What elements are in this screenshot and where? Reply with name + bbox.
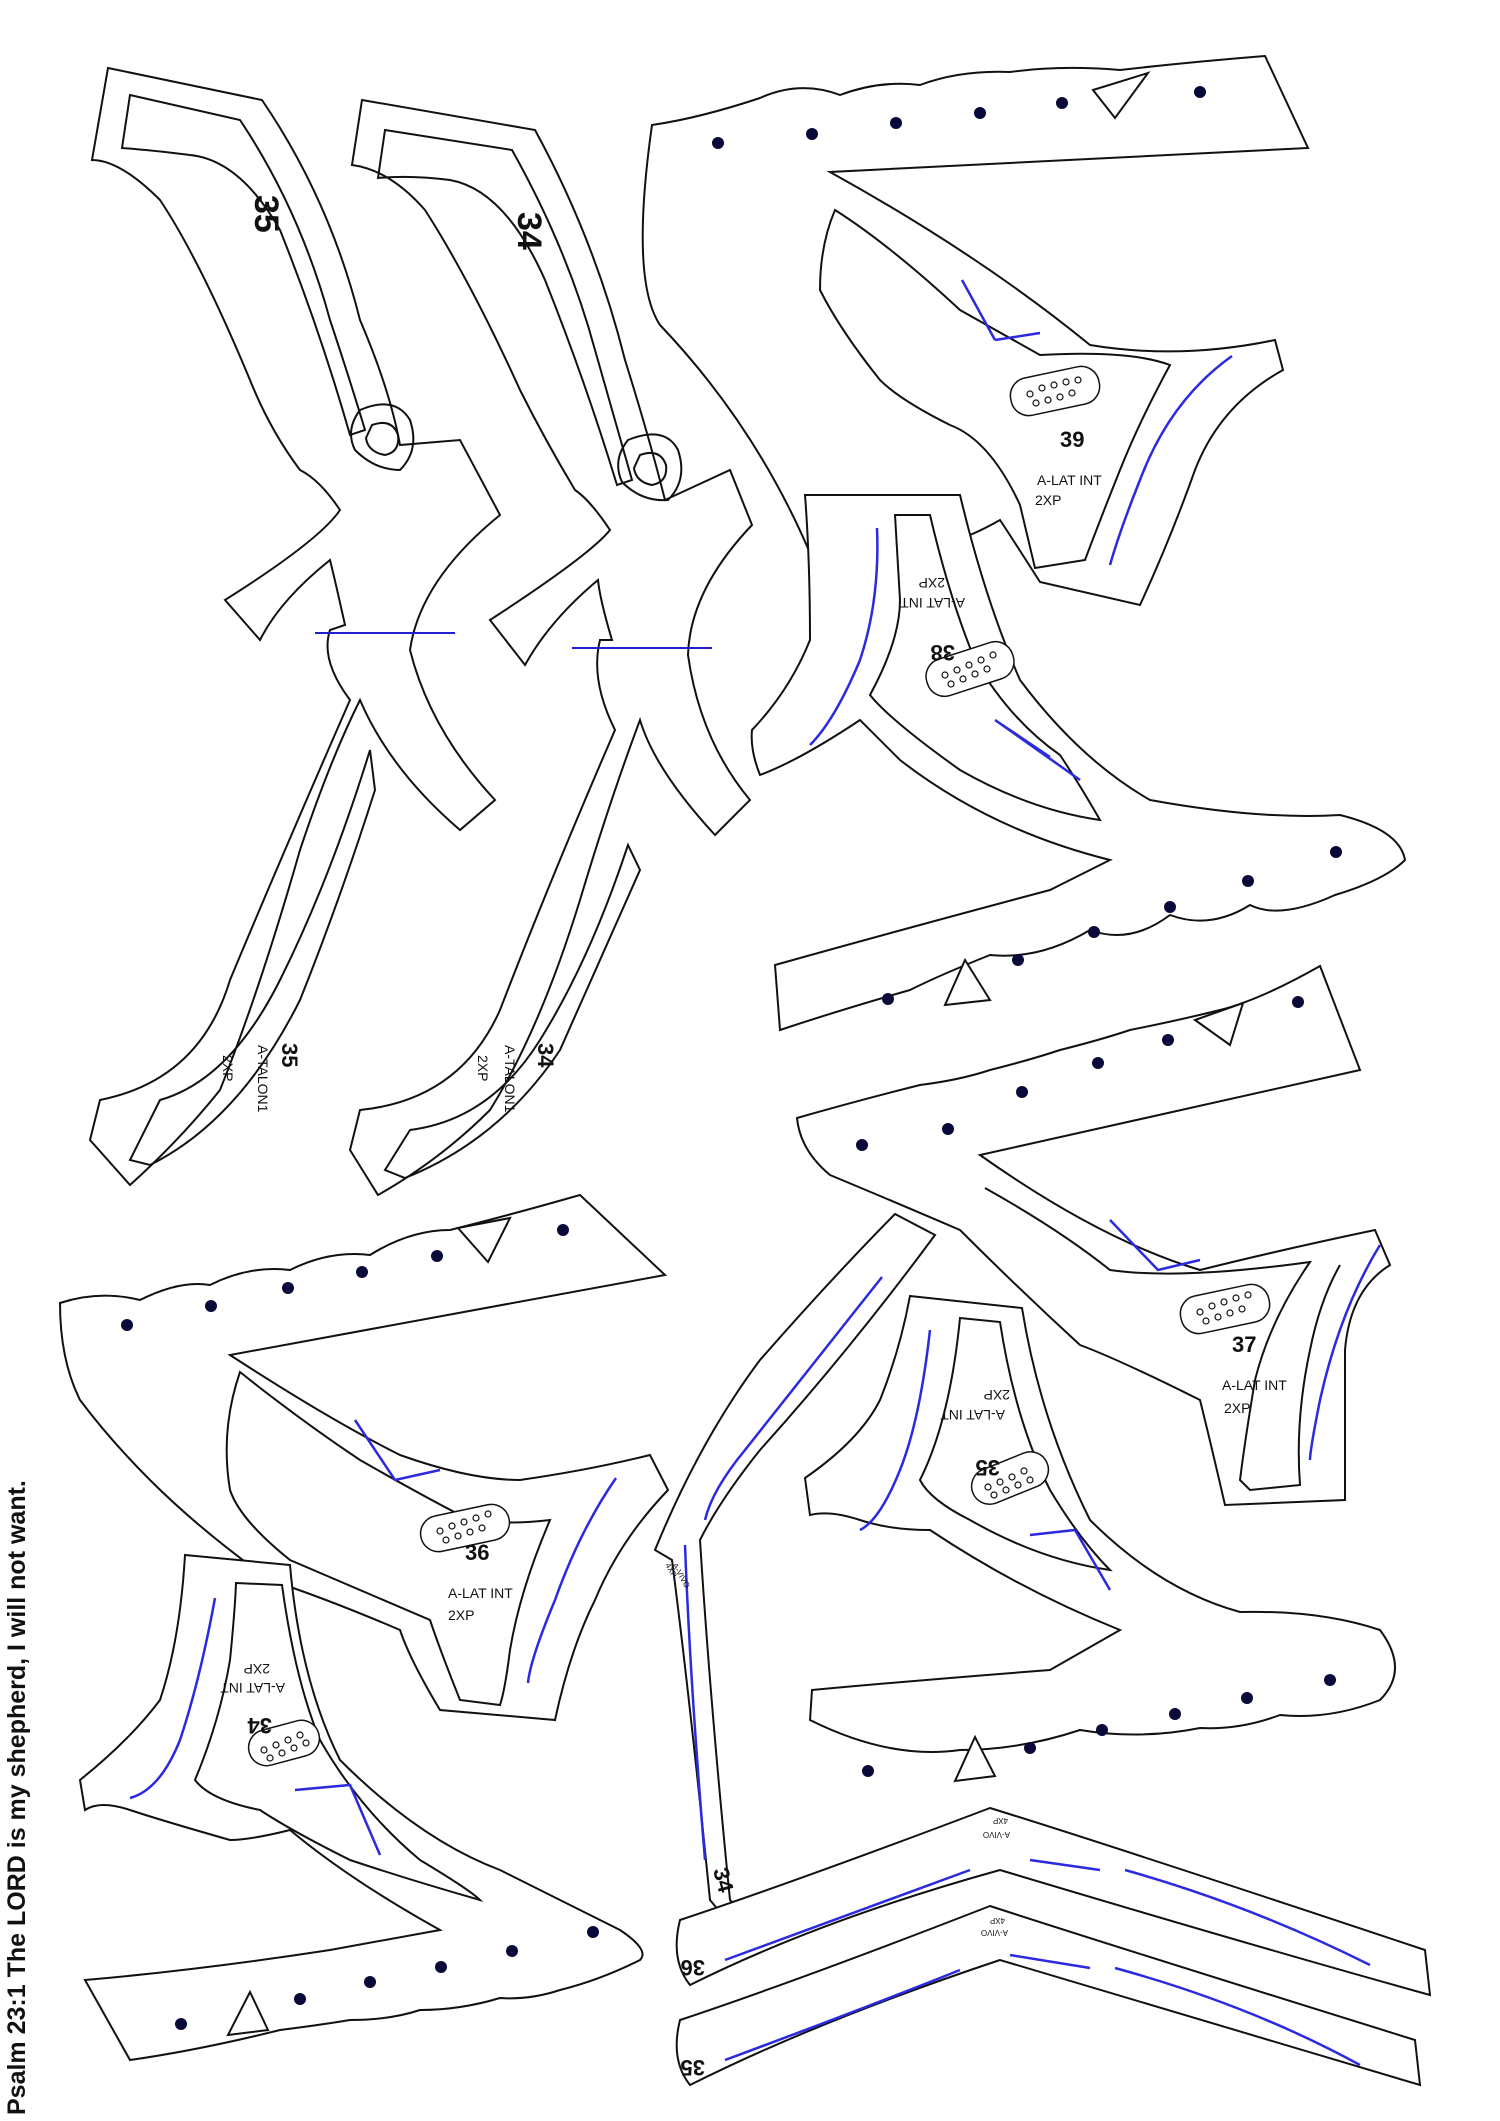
piece-name: A-LAT INT — [1222, 1377, 1287, 1393]
pin-holes — [1026, 376, 1082, 407]
piece-name: A-LAT INT — [900, 595, 965, 611]
triangle-marker — [226, 1989, 270, 2037]
piece-qty: 4XP — [993, 1816, 1008, 1825]
lat-int-piece-37: 37 A-LAT INT 2XP — [795, 964, 1392, 1507]
piece-number: 38 — [931, 640, 955, 665]
triangle-marker — [1192, 1001, 1245, 1047]
piece-number: 34 — [247, 1713, 272, 1738]
pin-holes — [984, 1467, 1034, 1499]
piece-name: A-TALON1 — [502, 1045, 518, 1113]
triangle-marker — [456, 1216, 512, 1264]
piece-number: 37 — [1232, 1332, 1256, 1357]
piece-qty: 2XP — [1035, 492, 1061, 508]
piece-number-top: 34 — [510, 212, 548, 250]
piece-name: A-VIVO — [981, 1928, 1008, 1937]
triangle-marker — [1091, 71, 1151, 120]
piece-name: A-VIVO — [983, 1830, 1010, 1839]
triangle-marker — [953, 1734, 997, 1783]
lat-int-piece-34: 34 A-LAT INT 2XP — [78, 1553, 644, 2062]
piece-qty: 4XP — [990, 1916, 1005, 1925]
talon-piece-34: 34 34 A-TALON1 2XP — [348, 98, 754, 1197]
pin-holes — [1196, 1291, 1252, 1325]
piece-number: 39 — [1060, 427, 1084, 452]
strip-piece-36: 36 A-VIVO 4XP — [675, 1806, 1432, 1997]
piece-number: 35 — [976, 1455, 1000, 1480]
piece-qty: 2XP — [984, 1387, 1010, 1403]
piece-name: A-LAT INT — [220, 1680, 285, 1696]
piece-qty: 2XP — [919, 575, 945, 591]
piece-qty: 2XP — [220, 1055, 236, 1081]
pin-holes — [941, 651, 997, 688]
piece-number-top: 35 — [247, 195, 285, 233]
piece-qty: 2XP — [448, 1607, 474, 1623]
piece-number-bottom: 35 — [277, 1043, 302, 1067]
lat-int-piece-36: 36 A-LAT INT 2XP — [58, 1193, 670, 1722]
piece-name: A-LAT INT — [940, 1407, 1005, 1423]
piece-qty: 2XP — [1224, 1400, 1250, 1416]
verse-caption: Psalm 23:1 The LORD is my shepherd, I wi… — [3, 1480, 31, 2115]
triangle-marker — [943, 957, 992, 1007]
piece-number: 36 — [465, 1540, 489, 1565]
registration-dots — [882, 846, 1342, 1005]
talon-piece-35: 35 35 A-TALON1 2XP — [88, 66, 502, 1187]
registration-dots — [121, 1224, 569, 1331]
strip-piece-35: 35 A-VIVO 4XP — [675, 1904, 1422, 2087]
piece-number: 36 — [681, 1955, 705, 1980]
lat-int-piece-38: 38 A-LAT INT 2XP — [750, 494, 1407, 1032]
registration-dots — [862, 1674, 1336, 1777]
piece-qty: 2XP — [475, 1055, 491, 1081]
piece-number-bottom: 34 — [533, 1043, 558, 1068]
registration-dots — [856, 996, 1304, 1151]
lat-int-piece-39: 39 A-LAT INT 2XP — [641, 54, 1310, 607]
strip-piece-34: 34 A-VIVO 4XP — [653, 1212, 937, 1914]
piece-qty: 2XP — [244, 1661, 270, 1677]
pin-holes — [260, 1731, 310, 1762]
piece-number: 35 — [681, 2055, 705, 2080]
pin-holes — [436, 1510, 492, 1544]
lat-int-piece-35: 35 A-LAT INT 2XP — [803, 1294, 1396, 1783]
piece-name: A-LAT INT — [1037, 472, 1102, 488]
registration-dots — [712, 86, 1206, 149]
piece-name: A-TALON1 — [255, 1045, 271, 1113]
piece-name: A-LAT INT — [448, 1585, 513, 1601]
registration-dots — [175, 1926, 599, 2030]
